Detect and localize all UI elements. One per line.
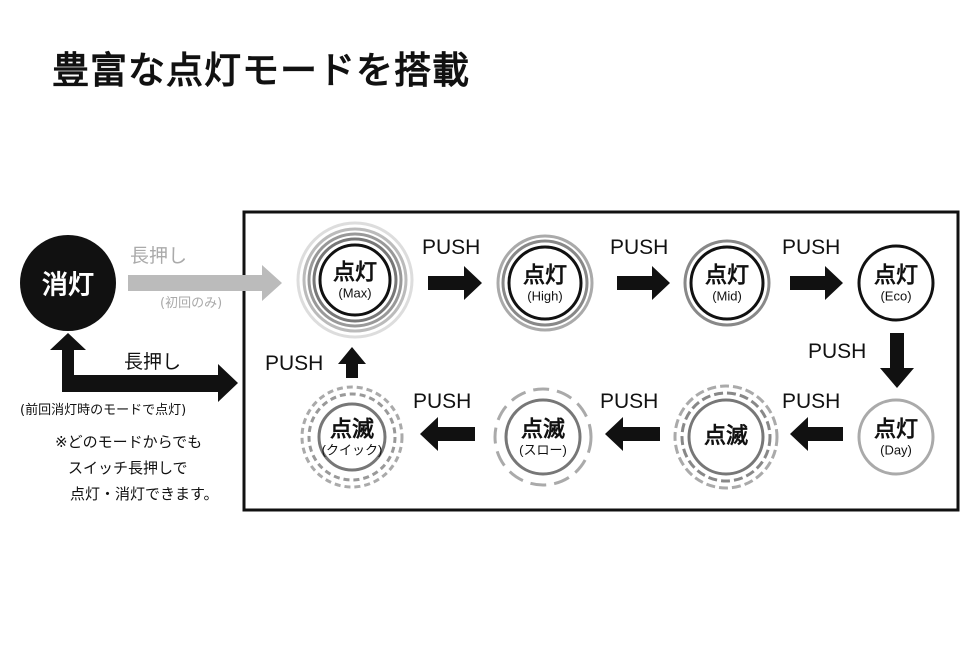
- push-label: PUSH: [600, 390, 659, 413]
- first-press-label: 長押し: [130, 245, 188, 267]
- mode-eco-rings: [857, 244, 935, 322]
- mode-sub: (Max): [338, 285, 372, 301]
- off-circle: [20, 235, 116, 331]
- push-label: PUSH: [808, 340, 867, 363]
- push-label: PUSH: [610, 236, 669, 259]
- mode-day-rings: [857, 398, 935, 476]
- mode-main: 点灯: [704, 263, 749, 289]
- off-state-label: 消灯: [41, 270, 95, 301]
- long-press-return-arrow: [50, 333, 238, 402]
- mode-mid-rings: [683, 239, 771, 327]
- mode-max: 点灯(Max): [315, 260, 395, 301]
- long-press-label: 長押し: [124, 351, 182, 373]
- mode-main: 点灯: [332, 260, 377, 286]
- push-label: PUSH: [782, 236, 841, 259]
- footnote-line-1: ※どのモードからでも: [55, 433, 203, 451]
- mode-sub: (Day): [880, 442, 912, 458]
- mode-sub: (Eco): [880, 288, 912, 304]
- mode-sub: (High): [527, 288, 563, 304]
- mode-main: 点灯: [873, 417, 918, 443]
- push-label: PUSH: [413, 390, 472, 413]
- mode-main: 点灯: [522, 263, 567, 289]
- mode-sub: (クイック): [321, 442, 383, 458]
- mode-high: 点灯(High): [505, 263, 585, 304]
- mode-max-rings: [296, 221, 414, 339]
- mode-main: 点滅: [329, 417, 374, 443]
- push-label: PUSH: [422, 236, 481, 259]
- mode-eco: 点灯(Eco): [856, 263, 936, 304]
- footnote-line-3: 点灯・消灯できます。: [70, 485, 219, 503]
- mode-blink: 点滅: [686, 425, 766, 449]
- mode-high-rings: [496, 234, 594, 332]
- first-press-note: (初回のみ): [160, 296, 223, 311]
- mode-main: 点滅: [520, 417, 565, 443]
- footnote-line-2: スイッチ長押しで: [68, 459, 188, 477]
- mode-day: 点灯(Day): [856, 417, 936, 458]
- push-arrows: [338, 266, 914, 451]
- mode-blink-rings: [673, 384, 779, 490]
- mode-sub: (Mid): [712, 288, 742, 304]
- mode-cycle-frame: [242, 210, 960, 512]
- push-label: PUSH: [265, 352, 324, 375]
- mode-slow-rings: [493, 387, 593, 487]
- mode-mid: 点灯(Mid): [687, 263, 767, 304]
- mode-quick-rings: [300, 385, 404, 489]
- mode-sub: (スロー): [519, 442, 567, 458]
- long-press-note: (前回消灯時のモードで点灯): [20, 403, 187, 418]
- mode-blink-slow: 点滅(スロー): [503, 417, 583, 458]
- mode-main: 点滅: [703, 424, 748, 449]
- page-title: 豊富な点灯モードを搭載: [52, 49, 470, 92]
- push-label: PUSH: [782, 390, 841, 413]
- mode-main: 点灯: [873, 263, 918, 289]
- first-press-arrow: [128, 265, 282, 301]
- mode-blink-quick: 点滅(クイック): [312, 417, 392, 458]
